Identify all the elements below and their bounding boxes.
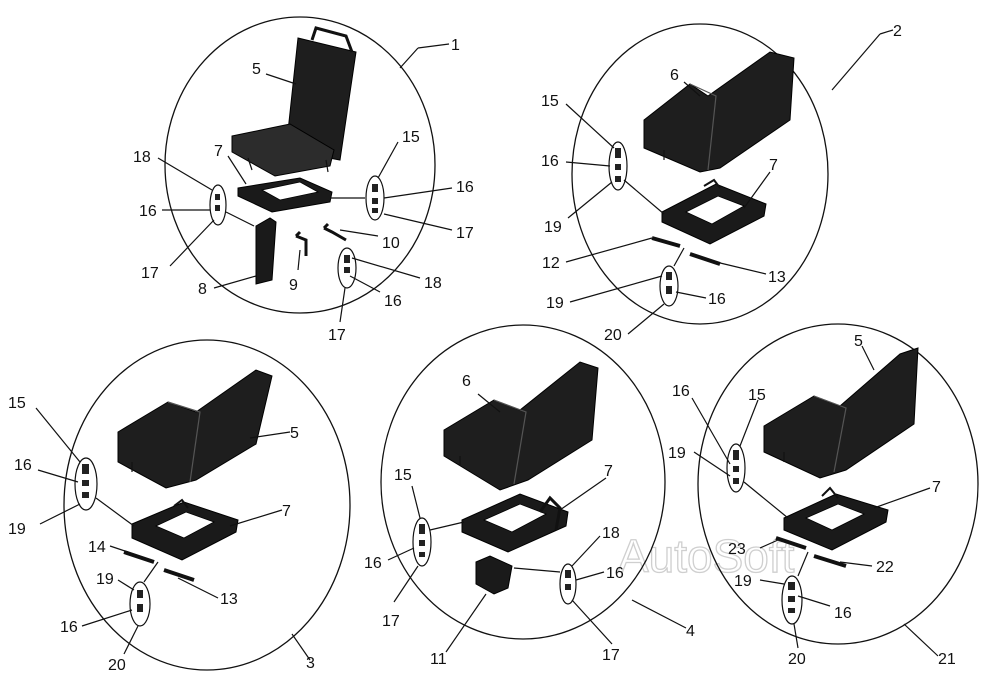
plate-13 bbox=[163, 568, 195, 582]
bracket-10 bbox=[322, 222, 347, 242]
label-15: 15 bbox=[394, 467, 412, 484]
label-6: 6 bbox=[462, 373, 471, 390]
label-5: 5 bbox=[290, 425, 299, 442]
label-7: 7 bbox=[214, 143, 223, 160]
label-17b: 17 bbox=[602, 647, 620, 664]
group-2: 2 6 15 16 19 7 12 13 19 16 20 bbox=[541, 23, 902, 344]
bracket-9 bbox=[294, 230, 308, 256]
label-19: 19 bbox=[668, 445, 686, 462]
plate-13 bbox=[689, 252, 721, 266]
label-19b: 19 bbox=[546, 295, 564, 312]
group-1: 1 5 7 18 16 17 15 16 17 10 8 9 18 16 17 bbox=[133, 16, 474, 344]
label-16: 16 bbox=[139, 203, 157, 220]
label-4: 4 bbox=[686, 623, 695, 640]
label-19: 19 bbox=[544, 219, 562, 236]
group-3: 15 16 19 5 7 14 19 13 16 20 3 bbox=[8, 339, 351, 674]
group-1-boundary bbox=[164, 16, 436, 314]
label-18: 18 bbox=[602, 525, 620, 542]
label-20: 20 bbox=[788, 651, 806, 668]
label-17: 17 bbox=[141, 265, 159, 282]
label-15: 15 bbox=[748, 387, 766, 404]
plate-12 bbox=[651, 236, 681, 248]
seat-block bbox=[763, 347, 919, 479]
bracket-11 bbox=[475, 555, 513, 595]
label-13: 13 bbox=[768, 269, 786, 286]
group-5-boundary bbox=[697, 323, 979, 645]
plate-23 bbox=[775, 536, 807, 550]
label-7: 7 bbox=[282, 503, 291, 520]
label-20: 20 bbox=[108, 657, 126, 674]
headrest-frame bbox=[310, 26, 354, 53]
group-2-boundary bbox=[571, 23, 829, 325]
label-17b: 17 bbox=[456, 225, 474, 242]
seat-cushion bbox=[231, 123, 335, 177]
seat-backrest bbox=[285, 37, 357, 161]
label-3: 3 bbox=[306, 655, 315, 672]
label-1: 1 bbox=[451, 37, 460, 54]
group-3-boundary bbox=[63, 339, 351, 671]
label-16c: 16 bbox=[384, 293, 402, 310]
label-15: 15 bbox=[541, 93, 559, 110]
label-9: 9 bbox=[289, 277, 298, 294]
label-2: 2 bbox=[893, 23, 902, 40]
label-22: 22 bbox=[876, 559, 894, 576]
label-19b: 19 bbox=[96, 571, 114, 588]
label-17: 17 bbox=[382, 613, 400, 630]
label-18b: 18 bbox=[424, 275, 442, 292]
group-4-boundary bbox=[380, 324, 666, 640]
seat-block bbox=[117, 369, 273, 489]
label-16b: 16 bbox=[834, 605, 852, 622]
label-19b: 19 bbox=[734, 573, 752, 590]
label-15: 15 bbox=[402, 129, 420, 146]
label-5: 5 bbox=[252, 61, 261, 78]
label-16: 16 bbox=[364, 555, 382, 572]
label-11: 11 bbox=[430, 651, 447, 668]
label-15: 15 bbox=[8, 395, 26, 412]
seat-block bbox=[643, 51, 795, 173]
label-17c: 17 bbox=[328, 327, 346, 344]
label-16b: 16 bbox=[456, 179, 474, 196]
label-16: 16 bbox=[541, 153, 559, 170]
label-7: 7 bbox=[769, 157, 778, 174]
label-6: 6 bbox=[670, 67, 679, 84]
label-14: 14 bbox=[88, 539, 106, 556]
label-16: 16 bbox=[14, 457, 32, 474]
label-16b: 16 bbox=[606, 565, 624, 582]
label-5: 5 bbox=[854, 333, 863, 350]
label-16b: 16 bbox=[60, 619, 78, 636]
label-16b: 16 bbox=[708, 291, 726, 308]
label-18: 18 bbox=[133, 149, 151, 166]
label-13: 13 bbox=[220, 591, 238, 608]
label-12: 12 bbox=[542, 255, 560, 272]
label-10: 10 bbox=[382, 235, 400, 252]
label-20: 20 bbox=[604, 327, 622, 344]
plate-22 bbox=[813, 554, 847, 568]
label-19: 19 bbox=[8, 521, 26, 538]
label-21: 21 bbox=[938, 651, 956, 668]
label-23: 23 bbox=[728, 541, 746, 558]
group-5: 5 16 15 19 7 23 22 19 16 20 21 bbox=[668, 323, 979, 668]
bracket-8 bbox=[255, 217, 277, 285]
label-8: 8 bbox=[198, 281, 207, 298]
plate-14 bbox=[123, 550, 155, 564]
group-4: 6 15 7 16 17 18 16 11 17 4 bbox=[364, 324, 695, 668]
label-7: 7 bbox=[932, 479, 941, 496]
label-7: 7 bbox=[604, 463, 613, 480]
label-16: 16 bbox=[672, 383, 690, 400]
